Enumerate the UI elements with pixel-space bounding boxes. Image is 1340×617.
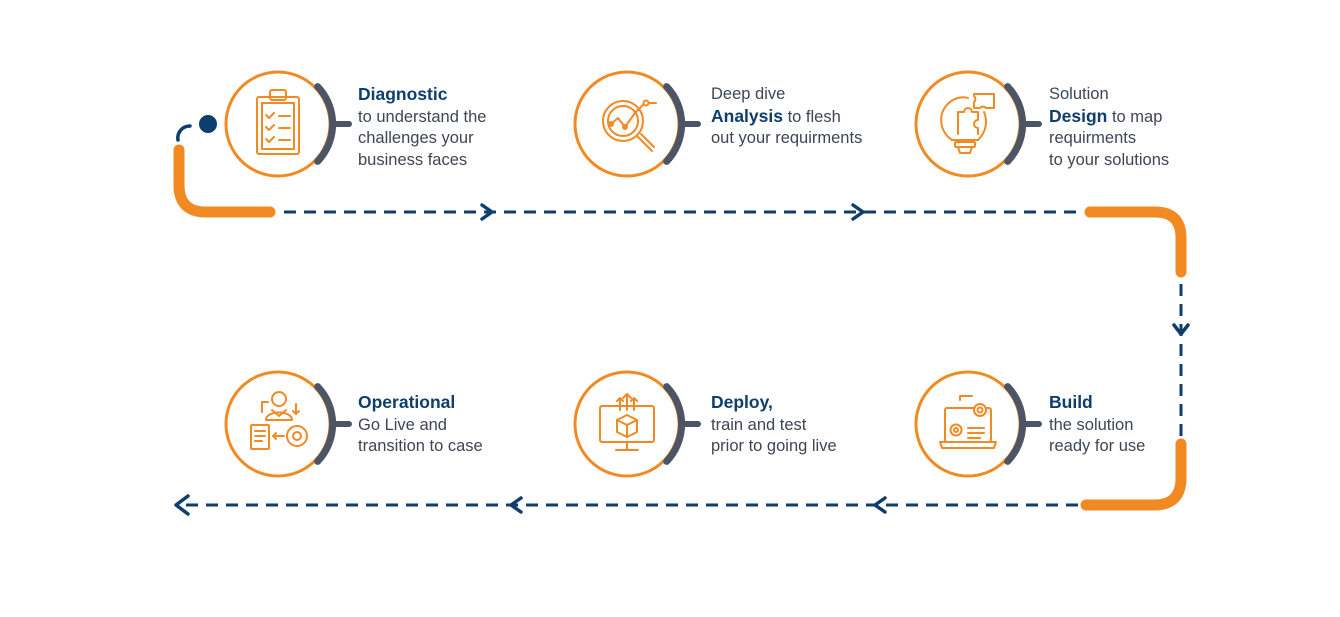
arrow-top-2 [851, 203, 865, 221]
step-line: transition to case [358, 437, 483, 455]
step-build-text: Build the solution ready for use [1049, 392, 1145, 458]
step-line: train and test [711, 415, 807, 434]
arrow-bottom-1 [873, 496, 887, 514]
arrow-right-down [1172, 323, 1190, 336]
step-diagnostic-node [224, 70, 352, 178]
step-design-text: Solution Design to map requirments to yo… [1049, 84, 1169, 171]
step-diagnostic-text: Diagnostic to understand the challenges … [358, 84, 486, 171]
arrow-bottom-2 [509, 496, 523, 514]
step-line: prior to going live [711, 437, 837, 455]
step-analysis-text: Deep dive Analysis to flesh out your req… [711, 84, 862, 150]
lightbulb-puzzle-icon [940, 93, 995, 154]
step-line: Deep dive [711, 85, 786, 103]
step-operational-text: Operational Go Live and transition to ca… [358, 392, 483, 458]
monitor-box-icon [599, 393, 655, 451]
step-line: business faces [358, 150, 468, 169]
step-operational-node [224, 370, 352, 478]
step-line: Operational [358, 392, 456, 412]
step-line: Build [1049, 392, 1093, 412]
clipboard-checklist-icon [256, 89, 300, 155]
start-dot [199, 115, 217, 133]
step-line: to your solutions [1049, 150, 1170, 169]
step-line: Diagnostic [358, 84, 448, 104]
step-line: out your requirments [711, 129, 863, 147]
arrow-end-left [174, 494, 190, 516]
step-line: Design to map [1049, 105, 1163, 126]
orange-corner-bottom-right [1080, 438, 1187, 511]
operator-gear-icon [250, 391, 308, 450]
step-line: to understand the [358, 107, 487, 126]
step-line: Deploy, [711, 392, 773, 412]
magnifier-analysis-icon [602, 99, 657, 152]
step-design-node [914, 70, 1042, 178]
step-line: the solution [1049, 415, 1134, 434]
step-build-node [914, 370, 1042, 478]
step-line: Solution [1049, 85, 1109, 103]
step-line: requirments [1049, 129, 1137, 147]
orange-corner-top-right [1084, 206, 1187, 278]
orange-corner-top-left [173, 144, 276, 218]
start-hook [176, 124, 192, 142]
step-line: ready for use [1049, 437, 1146, 455]
step-line: challenges your [358, 129, 474, 147]
step-analysis-node [573, 70, 701, 178]
step-line: Go Live and [358, 415, 447, 434]
laptop-gears-icon [939, 395, 997, 449]
step-line: Analysis to flesh [711, 105, 841, 126]
arrow-top-1 [480, 203, 494, 221]
step-deploy-text: Deploy, train and test prior to going li… [711, 392, 837, 458]
